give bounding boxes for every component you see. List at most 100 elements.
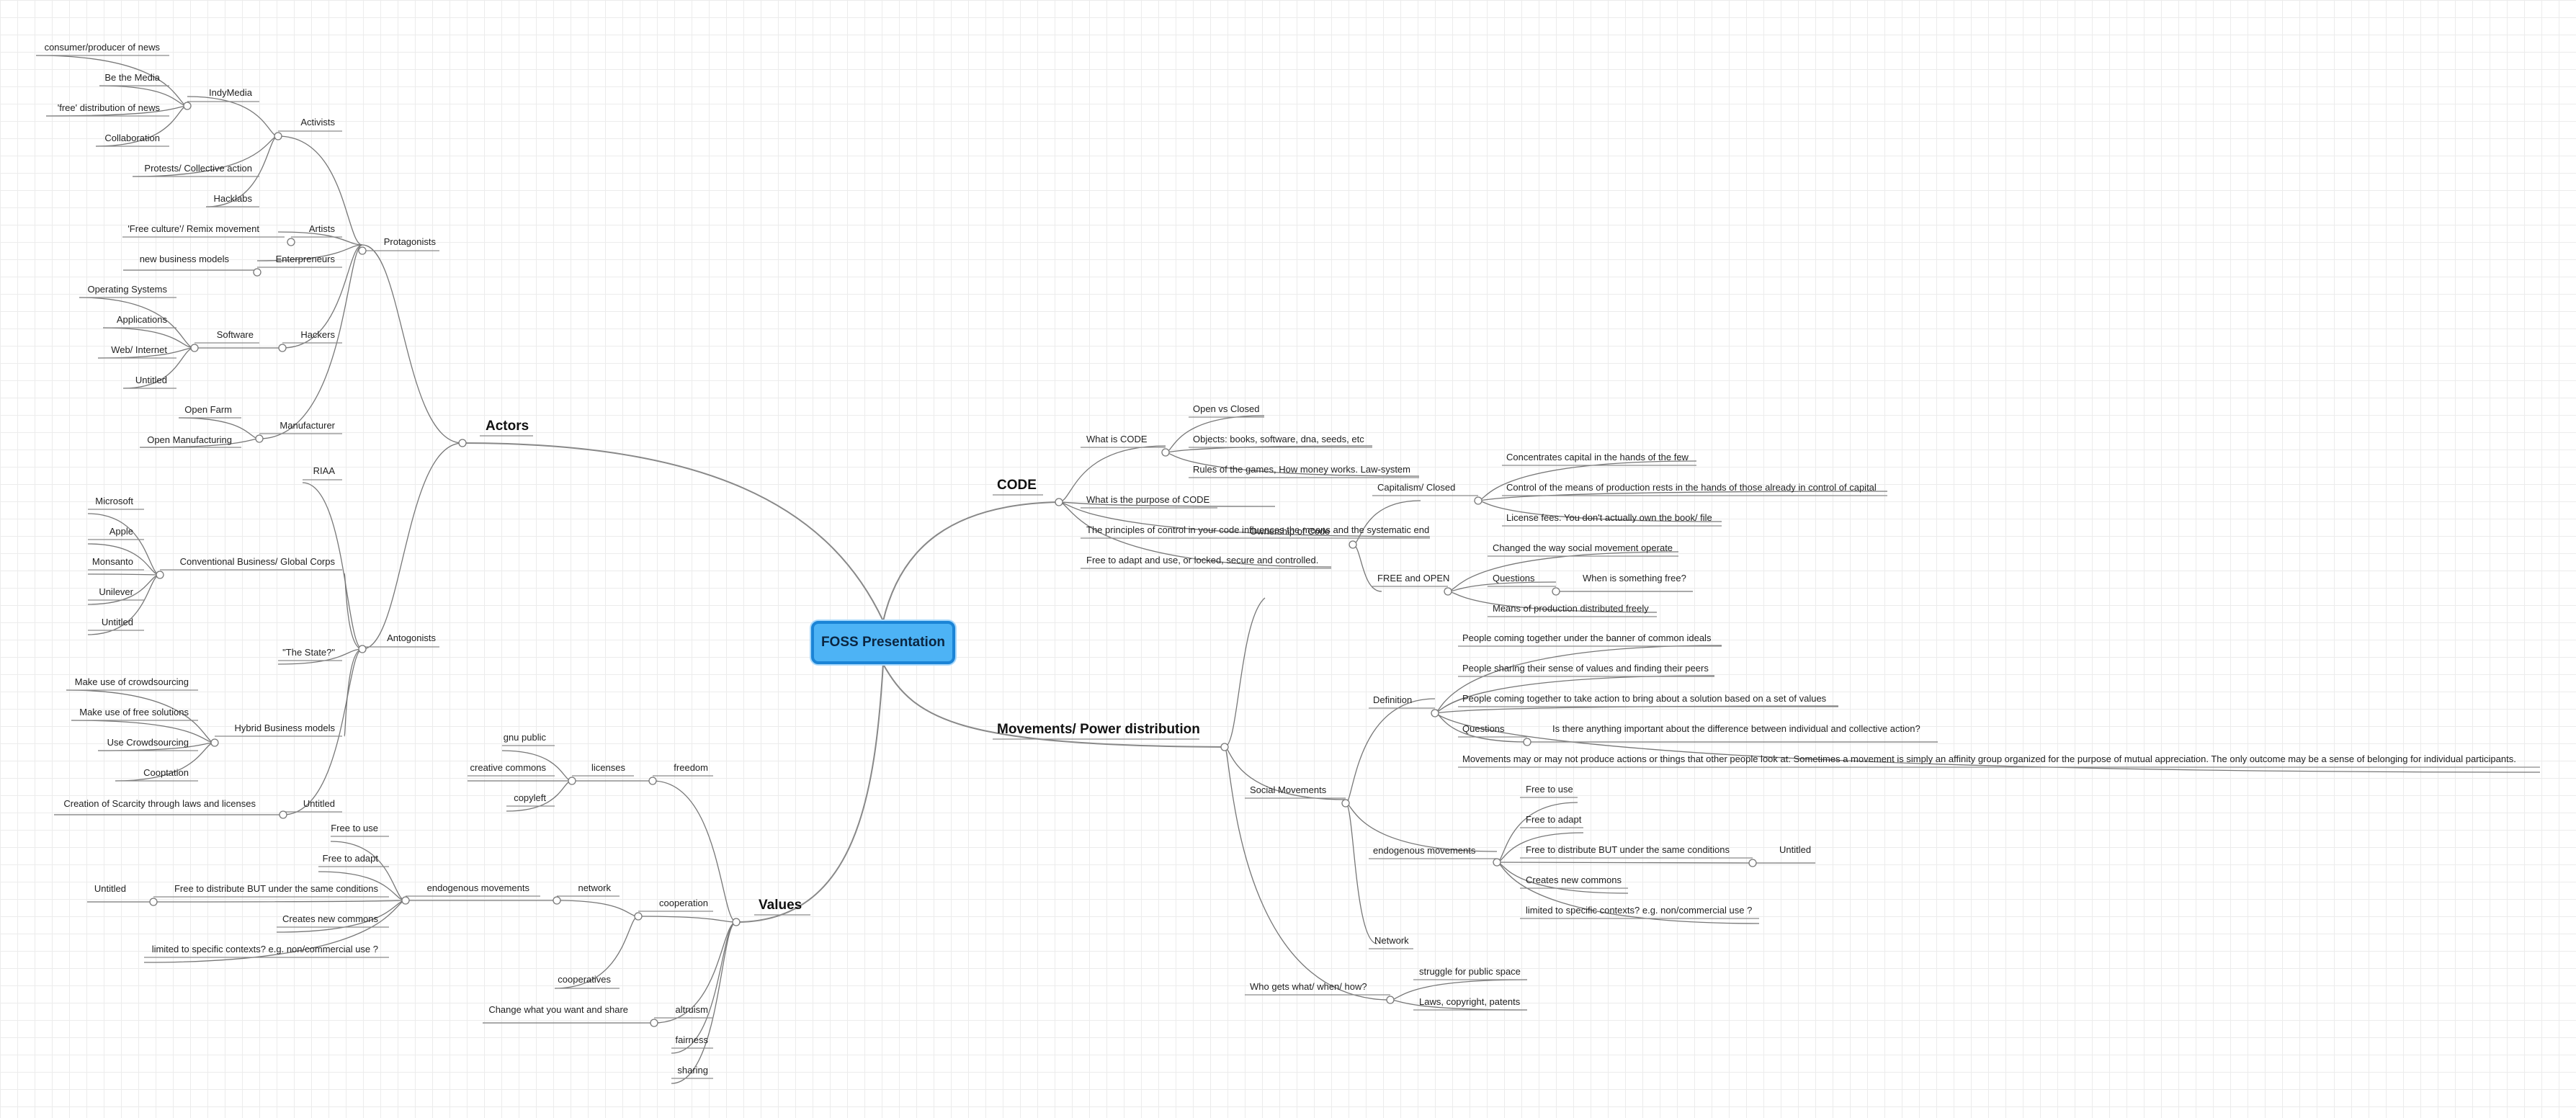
collapse-knob[interactable]: [1748, 859, 1757, 867]
collapse-knob[interactable]: [183, 102, 192, 110]
leaf-network-movements[interactable]: Network: [1374, 935, 1409, 946]
node-social-movements[interactable]: Social Movements: [1250, 784, 1327, 795]
leaf-values-creates-commons[interactable]: Creates new commons: [282, 913, 378, 924]
collapse-knob[interactable]: [279, 810, 287, 819]
leaf-open-manufacturing[interactable]: Open Manufacturing: [147, 434, 232, 445]
leaf-def-movements-may[interactable]: Movements may or may not produce actions…: [1462, 753, 2516, 764]
collapse-knob[interactable]: [1552, 587, 1560, 596]
leaf-microsoft[interactable]: Microsoft: [95, 496, 133, 506]
leaf-untitled-corps[interactable]: Untitled: [102, 617, 133, 627]
node-artists[interactable]: Artists: [309, 223, 336, 234]
branch-code[interactable]: CODE: [997, 478, 1037, 493]
leaf-changed-the-way[interactable]: Changed the way social movement operate: [1493, 542, 1673, 553]
collapse-knob[interactable]: [278, 344, 287, 352]
leaf-values-free-to-use[interactable]: Free to use: [331, 823, 378, 833]
collapse-knob[interactable]: [568, 777, 576, 785]
leaf-values-free-to-adapt[interactable]: Free to adapt: [323, 853, 379, 864]
leaf-mov-free-to-distribute[interactable]: Free to distribute BUT under the same co…: [1526, 844, 1730, 855]
leaf-license-fees[interactable]: License fees. You don't actually own the…: [1506, 512, 1712, 523]
collapse-knob[interactable]: [553, 896, 561, 905]
node-cooperation[interactable]: cooperation: [659, 898, 708, 908]
leaf-mov-limited-contexts[interactable]: limited to specific contexts? e.g. non/c…: [1526, 905, 1752, 916]
leaf-collaboration[interactable]: Collaboration: [104, 133, 160, 143]
leaf-sharing[interactable]: sharing: [677, 1065, 708, 1075]
leaf-values-distribute-untitled[interactable]: Untitled: [94, 883, 126, 894]
leaf-def-common-ideals[interactable]: People coming together under the banner …: [1462, 632, 1712, 643]
leaf-values-limited-contexts[interactable]: limited to specific contexts? e.g. non/c…: [152, 944, 378, 954]
node-questions-code[interactable]: Questions: [1493, 573, 1535, 583]
leaf-free-distribution[interactable]: 'free' distribution of news: [58, 102, 161, 113]
node-endogenous-movements[interactable]: endogenous movements: [1373, 845, 1476, 856]
leaf-copyleft[interactable]: copyleft: [514, 792, 546, 803]
collapse-knob[interactable]: [1431, 709, 1439, 717]
collapse-knob[interactable]: [358, 246, 367, 255]
collapse-knob[interactable]: [1055, 498, 1063, 506]
leaf-gnu-public[interactable]: gnu public: [504, 732, 547, 743]
collapse-knob[interactable]: [458, 439, 467, 447]
collapse-knob[interactable]: [1523, 738, 1531, 746]
node-indymedia[interactable]: IndyMedia: [209, 87, 253, 98]
collapse-knob[interactable]: [156, 571, 164, 579]
leaf-values-free-to-distribute[interactable]: Free to distribute BUT under the same co…: [174, 883, 379, 894]
leaf-concentrates-capital[interactable]: Concentrates capital in the hands of the…: [1506, 452, 1689, 462]
collapse-knob[interactable]: [732, 918, 741, 926]
leaf-struggle-public-space[interactable]: struggle for public space: [1419, 966, 1521, 977]
root-topic[interactable]: FOSS Presentation: [811, 621, 955, 664]
node-network-values[interactable]: network: [578, 882, 611, 893]
leaf-use-crowdsourcing[interactable]: Use Crowdsourcing: [107, 737, 189, 748]
collapse-knob[interactable]: [253, 268, 261, 277]
leaf-make-use-free-solutions[interactable]: Make use of free solutions: [79, 707, 189, 717]
collapse-knob[interactable]: [149, 898, 158, 906]
leaf-consumer-producer[interactable]: consumer/producer of news: [45, 42, 161, 53]
node-manufacturer[interactable]: Manufacturer: [279, 420, 335, 431]
collapse-knob[interactable]: [650, 1019, 658, 1027]
node-what-is-code[interactable]: What is CODE: [1086, 434, 1148, 444]
branch-movements[interactable]: Movements/ Power distribution: [997, 722, 1200, 737]
collapse-knob[interactable]: [287, 238, 295, 246]
leaf-mov-distribute-untitled[interactable]: Untitled: [1779, 844, 1811, 855]
node-endogenous-values[interactable]: endogenous movements: [427, 882, 530, 893]
collapse-knob[interactable]: [1161, 448, 1170, 457]
node-questions-definition[interactable]: Questions: [1462, 723, 1505, 734]
leaf-web-internet[interactable]: Web/ Internet: [111, 344, 167, 355]
collapse-knob[interactable]: [401, 896, 410, 905]
leaf-creation-of-scarcity[interactable]: Creation of Scarcity through laws and li…: [63, 798, 256, 809]
node-activists[interactable]: Activists: [300, 117, 335, 128]
collapse-knob[interactable]: [634, 912, 643, 921]
collapse-knob[interactable]: [1474, 496, 1482, 505]
leaf-monsanto[interactable]: Monsanto: [92, 556, 133, 567]
node-definition[interactable]: Definition: [1373, 694, 1412, 705]
leaf-protests[interactable]: Protests/ Collective action: [144, 163, 252, 174]
collapse-knob[interactable]: [210, 738, 219, 747]
leaf-be-the-media[interactable]: Be the Media: [104, 72, 160, 83]
leaf-cooptation[interactable]: Cooptation: [143, 767, 189, 778]
leaf-free-to-adapt-or-locked[interactable]: Free to adapt and use, or locked, secure…: [1086, 555, 1318, 565]
branch-values[interactable]: Values: [759, 898, 802, 913]
leaf-open-farm[interactable]: Open Farm: [184, 404, 232, 415]
collapse-knob[interactable]: [1493, 858, 1501, 867]
leaf-purpose-of-code[interactable]: What is the purpose of CODE: [1086, 494, 1210, 505]
collapse-knob[interactable]: [358, 645, 367, 653]
leaf-principles-of-control[interactable]: The principles of control in your code i…: [1086, 524, 1429, 535]
leaf-individual-vs-collective[interactable]: Is there anything important about the di…: [1552, 723, 1920, 734]
leaf-rules-of-games[interactable]: Rules of the games, How money works. Law…: [1193, 464, 1410, 475]
node-hackers[interactable]: Hackers: [300, 329, 335, 340]
node-ownership-of-code[interactable]: Ownership of Code: [1250, 526, 1330, 537]
collapse-knob[interactable]: [1349, 540, 1357, 549]
collapse-knob[interactable]: [648, 777, 657, 785]
leaf-when-is-something-free[interactable]: When is something free?: [1583, 573, 1686, 583]
node-untitled-antagonists[interactable]: Untitled: [303, 798, 335, 809]
leaf-laws-copyright-patents[interactable]: Laws, copyright, patents: [1419, 996, 1521, 1007]
leaf-mov-free-to-adapt[interactable]: Free to adapt: [1526, 814, 1582, 825]
leaf-open-vs-closed[interactable]: Open vs Closed: [1193, 403, 1260, 414]
collapse-knob[interactable]: [1341, 799, 1350, 808]
leaf-free-culture[interactable]: 'Free culture'/ Remix movement: [128, 223, 259, 234]
collapse-knob[interactable]: [274, 132, 282, 140]
node-protagonists[interactable]: Protagonists: [384, 236, 437, 247]
leaf-the-state[interactable]: "The State?": [282, 647, 335, 658]
leaf-hacklabs[interactable]: Hacklabs: [214, 193, 253, 204]
leaf-new-business-models[interactable]: new business models: [140, 254, 230, 264]
leaf-def-take-action[interactable]: People coming together to take action to…: [1462, 693, 1827, 704]
node-enterpreneurs[interactable]: Enterpreneurs: [276, 254, 336, 264]
leaf-mov-free-to-use[interactable]: Free to use: [1526, 784, 1573, 795]
